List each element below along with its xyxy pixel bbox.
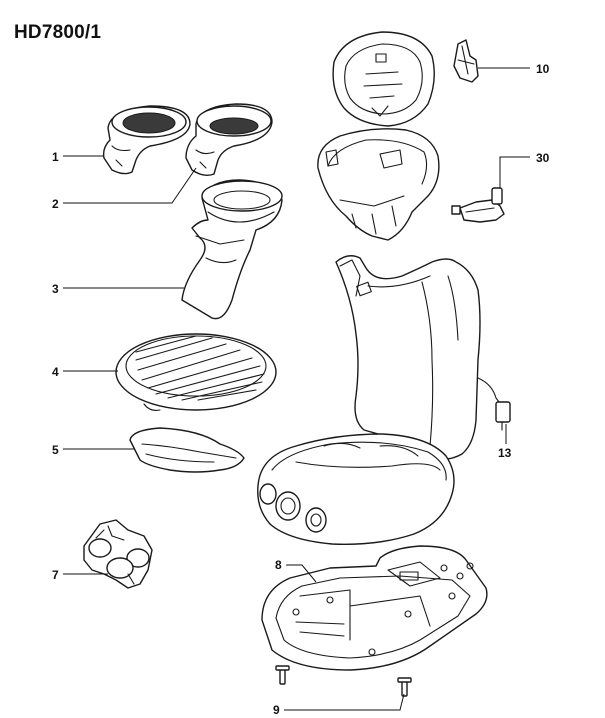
callout-1: 1 — [52, 150, 59, 164]
callout-10: 10 — [536, 62, 550, 76]
leader-2 — [63, 167, 197, 204]
part-2-pod-holder-double — [185, 103, 273, 177]
brew-chamber — [317, 128, 440, 241]
diagram-title: HD7800/1 — [14, 22, 102, 43]
callout-2: 2 — [52, 197, 59, 211]
part-1-pod-holder-single — [102, 105, 191, 175]
machine-lid — [332, 31, 435, 127]
callout-7: 7 — [52, 568, 59, 582]
part-7-valve-assembly — [83, 519, 153, 589]
part-9-screws — [275, 665, 412, 697]
part-3-coffee-spout — [181, 179, 283, 320]
part-10-clip — [453, 39, 479, 83]
callout-4: 4 — [52, 365, 59, 379]
machine-housing — [335, 255, 481, 461]
leader-30 — [499, 156, 530, 188]
callout-5: 5 — [52, 443, 59, 457]
callout-13: 13 — [498, 446, 512, 460]
part-5-drip-tray — [129, 427, 245, 473]
part-4-drip-tray-grid — [115, 333, 277, 411]
callout-3: 3 — [52, 282, 59, 296]
callout-9: 9 — [273, 703, 280, 717]
part-30-pump-valve — [451, 187, 505, 223]
leader-9 — [284, 693, 405, 711]
machine-base — [257, 433, 455, 545]
callout-30: 30 — [536, 151, 550, 165]
part-8-base-plate — [261, 545, 488, 671]
part-13-power-cord — [477, 377, 511, 431]
callout-8: 8 — [275, 558, 282, 572]
leader-8 — [286, 564, 317, 583]
